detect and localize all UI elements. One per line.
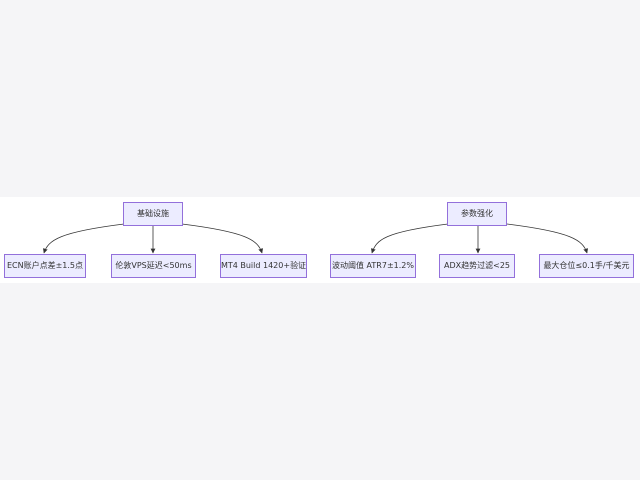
edge-param-atr (370, 223, 449, 254)
node-volatility-threshold: 波动阈值 ATR7±1.2% (330, 254, 416, 278)
node-parameter-hardening: 参数强化 (447, 202, 507, 226)
node-infrastructure: 基础设施 (123, 202, 183, 226)
node-mt4-build: MT4 Build 1420+验证 (220, 254, 307, 278)
node-ecn-spread: ECN账户点差±1.5点 (4, 254, 86, 278)
edge-infra-mt4 (181, 223, 264, 254)
node-london-vps: 伦敦VPS延迟<50ms (111, 254, 196, 278)
edge-param-position (506, 223, 589, 254)
node-max-position: 最大仓位≤0.1手/千美元 (539, 254, 634, 278)
diagram-canvas (0, 197, 640, 283)
node-adx-filter: ADX趋势过滤<25 (439, 254, 515, 278)
edge-infra-ecn (42, 223, 125, 254)
